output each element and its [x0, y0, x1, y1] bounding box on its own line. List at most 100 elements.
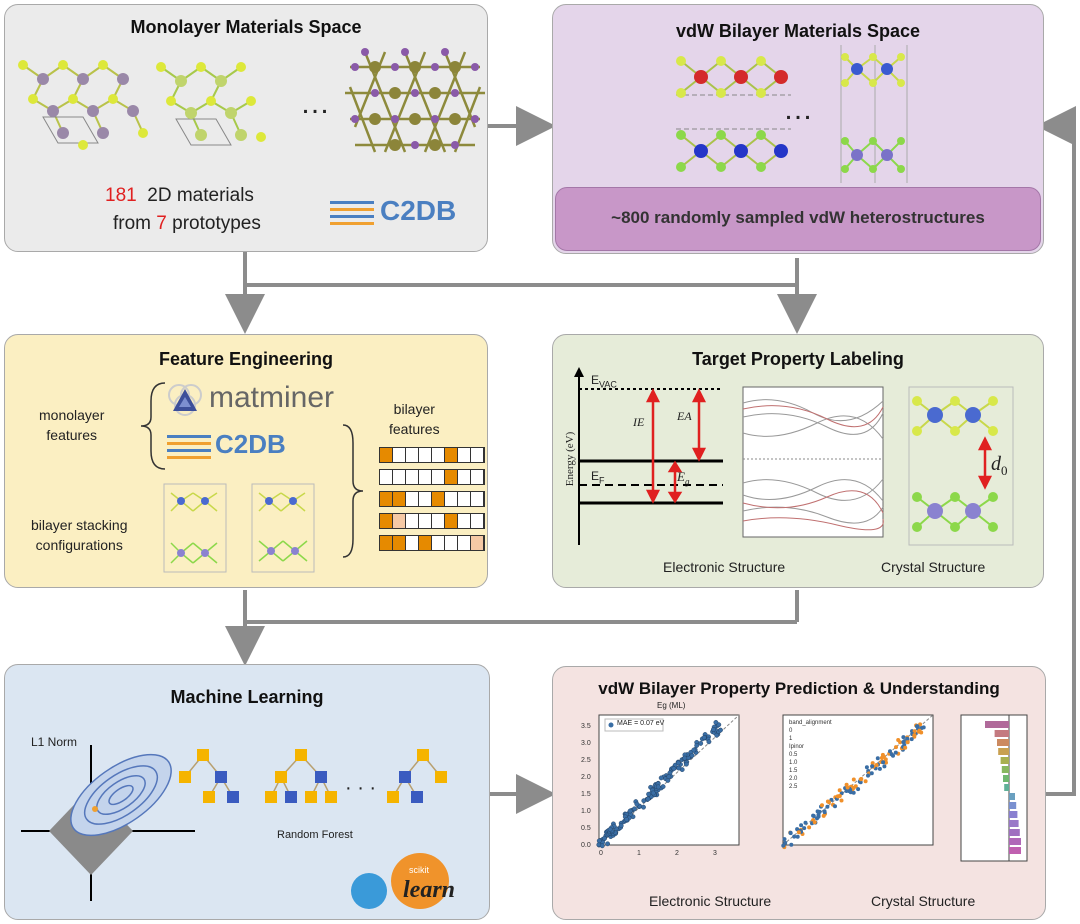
materials-count: 181	[105, 185, 137, 206]
sklearn-orange-blob	[391, 853, 449, 909]
feature-cell	[406, 492, 419, 506]
parity-x-tick: 2	[675, 850, 679, 857]
electronic-structure-caption-pred: Electronic Structure	[649, 893, 772, 909]
feature-cell	[458, 536, 471, 550]
plot1-title: Eg (ML)	[657, 701, 686, 710]
parity-point	[684, 761, 689, 767]
parity-point	[811, 813, 816, 818]
target-labeling-panel: Target Property Labeling EVAC EF IE EA E…	[552, 334, 1044, 588]
parity-point	[803, 820, 808, 825]
parity-point	[645, 796, 651, 802]
feature-cell	[471, 448, 484, 462]
parity-point	[825, 799, 830, 804]
bilayer-feature-vectors	[379, 447, 485, 557]
materials-count-label: 2D materials	[147, 185, 254, 206]
feature-cell	[393, 492, 406, 506]
matminer-icon	[168, 384, 202, 416]
parity-point	[788, 830, 793, 835]
parity-point	[691, 747, 697, 753]
importance-bar	[994, 730, 1009, 737]
heterostructure-banner: ~800 randomly sampled vdW heterostructur…	[555, 187, 1041, 251]
importance-bar	[1009, 802, 1017, 809]
parity-point	[665, 778, 671, 783]
bilayer-structure-3	[840, 45, 908, 183]
importance-bar	[1003, 775, 1009, 782]
monolayer-structure-2	[156, 62, 266, 146]
c2db-logo-features: C2DB	[167, 429, 297, 463]
parity-point	[718, 727, 723, 733]
parity-point	[874, 763, 879, 767]
feature-cell	[432, 470, 445, 484]
crystal-structure-caption: Crystal Structure	[881, 559, 986, 575]
parity-point	[789, 842, 794, 847]
parity-point	[618, 823, 624, 829]
importance-bar	[1009, 829, 1020, 836]
materials-count-line: 181 2D materials	[105, 185, 254, 207]
parity-point	[848, 787, 853, 792]
scikit-learn-logo: scikit learn	[347, 851, 477, 913]
feature-cell	[471, 470, 484, 484]
heterostructure-banner-text: ~800 randomly sampled vdW heterostructur…	[611, 208, 985, 227]
importance-bar	[1009, 847, 1021, 854]
d0-label: d0	[991, 453, 1008, 478]
crystal-structure-caption-pred: Crystal Structure	[871, 893, 976, 909]
feature-engineering-title: Feature Engineering	[158, 349, 334, 369]
parity-point	[634, 801, 640, 807]
parity-point	[650, 790, 656, 796]
parity-point	[864, 765, 869, 770]
feature-cell	[458, 470, 471, 484]
parity-x-tick: 3	[713, 850, 717, 857]
parity-point	[881, 754, 886, 759]
feature-engineering-panel: Feature Engineering monolayer features m…	[4, 334, 488, 588]
parity-x-tick: 0	[599, 850, 603, 857]
parity-point	[856, 787, 861, 792]
parity-point	[882, 764, 887, 769]
parity-point	[837, 794, 842, 798]
parity-point	[641, 804, 646, 810]
importance-bar	[998, 748, 1009, 755]
feature-vector-row	[379, 491, 485, 507]
feature-cell	[380, 470, 393, 484]
parity-point	[706, 739, 712, 745]
prototypes-label: prototypes	[172, 213, 261, 234]
feature-cell	[393, 470, 406, 484]
feature-cell	[432, 492, 445, 506]
parity-point	[870, 764, 875, 769]
feature-importance-plot	[960, 714, 1028, 862]
importance-bar	[997, 739, 1009, 746]
importance-bar	[1009, 793, 1015, 800]
parity-y-tick: 2.5	[581, 757, 591, 764]
parity-point	[676, 765, 682, 771]
parity-point	[833, 804, 837, 809]
parity-point	[817, 809, 822, 814]
parity-point	[627, 808, 633, 814]
bilayer-features-label: bilayer features	[389, 401, 440, 437]
parity-point	[921, 725, 926, 730]
prediction-panel: vdW Bilayer Property Prediction & Unders…	[552, 666, 1046, 920]
parity-point	[655, 784, 661, 790]
feature-cell	[445, 470, 458, 484]
c2db-stripes-features	[167, 435, 211, 459]
parity-point	[602, 835, 607, 841]
c2db-logo-stripes	[330, 201, 374, 225]
parity-point	[701, 735, 707, 740]
sklearn-small-text: scikit	[409, 865, 429, 875]
monolayer-structure-3	[345, 48, 485, 153]
ef-label: EF	[591, 469, 605, 486]
parity-point	[881, 760, 886, 765]
feature-vector-row	[379, 447, 485, 463]
monolayer-title: Monolayer Materials Space	[130, 17, 362, 37]
feature-cell	[380, 514, 393, 528]
parity-point	[802, 826, 807, 831]
feature-cell	[380, 448, 393, 462]
sklearn-blue-blob	[351, 873, 387, 909]
parity-point	[909, 737, 914, 742]
feature-cell	[458, 448, 471, 462]
parity-point	[893, 750, 898, 755]
parity-point	[905, 740, 910, 745]
feature-cell	[419, 536, 432, 550]
feature-cell	[458, 514, 471, 528]
parity-y-tick: 3.5	[581, 723, 591, 730]
importance-bar	[985, 721, 1009, 728]
